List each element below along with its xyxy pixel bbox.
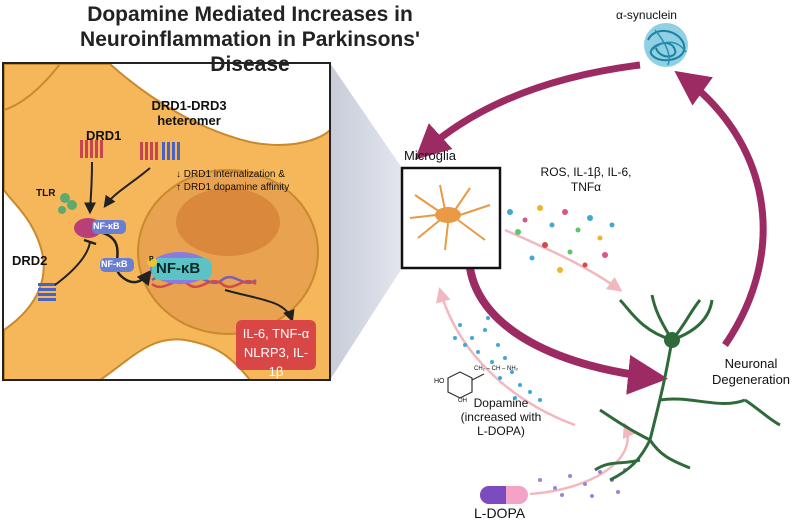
microglia-label: Microglia — [404, 148, 457, 163]
heteromer-to-nfkb-arrow — [103, 167, 151, 208]
dopamine-line-2: (increased with — [460, 410, 542, 424]
neuron — [594, 294, 781, 482]
drd2-receptor — [38, 283, 56, 301]
drd1-effect-line-2: ↑ DRD1 dopamine affinity — [176, 182, 290, 193]
cytokines-line-2: NLRP3, IL-1β — [243, 345, 309, 379]
ldopa-label: L-DOPA — [474, 505, 526, 521]
nfkb-cyto-tag — [92, 220, 126, 234]
ros-cytokines-label: ROS, IL-1β, IL-6, TNFα — [526, 165, 646, 195]
cell-inset-panel — [2, 62, 331, 381]
dopamine-line-1: Dopamine — [473, 396, 529, 410]
nfkb-nucleus-label: NF-κB — [156, 260, 201, 277]
nucleolus — [176, 188, 280, 256]
cytokines-to-neuron-arrow — [504, 228, 623, 292]
drd1-drd3-label: DRD1-DRD3 heteromer — [144, 98, 234, 128]
microglia-to-neuron-arrow — [466, 267, 668, 395]
nfkb-small-label: NF-κB — [101, 259, 128, 269]
microglia-cell — [409, 184, 491, 251]
alpha-synuclein-aggregate — [644, 23, 688, 67]
synuclein-to-microglia-arrow — [414, 61, 641, 160]
nfkb-nucleus-tag — [152, 258, 212, 280]
drd1-label: DRD1 — [86, 128, 122, 143]
cytokines-box — [236, 320, 316, 370]
zoom-wedge — [330, 63, 402, 380]
cytokines-line-1: IL-6, TNF-α — [242, 326, 310, 341]
ros-line-2: TNFα — [570, 180, 602, 194]
title-line-2: Neuroinflammation in Parkinsons' Disease — [80, 28, 420, 76]
dopamine-line-3: L-DOPA) — [477, 424, 525, 438]
drd1-drd3-line-1: DRD1-DRD3 — [151, 98, 227, 113]
dopamine-particles — [453, 316, 542, 402]
drd1-to-nfkb-arrow — [84, 161, 97, 215]
nfkb-cyto-label: NF-κB — [93, 221, 120, 231]
title-line-1: Dopamine Mediated Increases in — [87, 3, 413, 26]
drd1-drd3-heteromer — [140, 142, 180, 160]
diagram-title: Dopamine Mediated Increases in Neuroinfl… — [40, 2, 460, 77]
molecule-chain-label: CH₂ – CH – NH₂ — [474, 366, 518, 372]
cell-upper-lobe — [4, 64, 62, 112]
drd1-effect-label: ↓ DRD1 internalization & ↑ DRD1 dopamine… — [176, 168, 289, 194]
degeneration-to-synuclein-arrow — [674, 70, 767, 347]
phospho-label: P — [149, 256, 154, 263]
neuronal-line-2: Degeneration — [711, 372, 791, 387]
nfkb-to-cytokines-arrow — [224, 289, 295, 323]
phospho-dot — [147, 257, 157, 267]
drd1-receptor — [80, 140, 103, 158]
ros-line-1: ROS, IL-1β, IL-6, — [540, 165, 632, 179]
drd2-inhibit-bar — [83, 238, 97, 246]
cytokines-label: IL-6, TNF-α NLRP3, IL-1β — [238, 324, 314, 381]
ldopa-pill — [480, 486, 528, 504]
ldopa-to-neuron-arrow — [529, 422, 637, 496]
tlr-receptor — [58, 193, 77, 214]
alpha-synuclein-label: α-synuclein — [616, 8, 677, 22]
molecule-ho-label: HO — [434, 378, 445, 385]
drd2-inhibit-line — [54, 241, 91, 286]
dopamine-to-microglia-arrow — [436, 287, 576, 427]
neuronal-degeneration-label: Neuronal Degeneration — [706, 356, 796, 388]
dopamine-molecule — [447, 371, 485, 399]
drd2-label: DRD2 — [12, 253, 48, 268]
drd1-effect-line-1: ↓ DRD1 internalization & — [176, 169, 285, 180]
neuronal-line-1: Neuronal — [724, 356, 778, 371]
nfkb-small-tag — [100, 258, 134, 272]
molecule-oh-label: OH — [458, 398, 467, 404]
drd1-drd3-line-2: heteromer — [157, 113, 221, 128]
dopamine-label: Dopamine (increased with L-DOPA) — [446, 396, 556, 438]
tlr-label: TLR — [36, 188, 56, 199]
nfkb-translocation-arrow — [99, 230, 152, 287]
cytokine-particles — [507, 205, 615, 273]
